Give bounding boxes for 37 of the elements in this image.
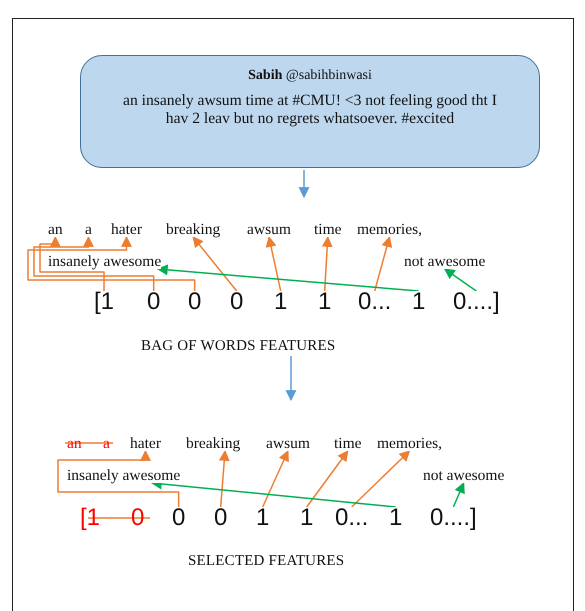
arrow [306, 450, 348, 508]
feature-word: breaking [166, 222, 220, 237]
arrow [374, 236, 392, 292]
tweet-text: an insanely awsum time at #CMU! <3 not feeling good tht I hav 2 leav but no regrets whatsoever. #excited [122, 92, 498, 128]
tweet-card [80, 55, 540, 168]
arrow [57, 450, 180, 507]
feature-word: insanely awesome [48, 254, 162, 269]
arrow [444, 268, 477, 292]
arrow [351, 450, 410, 508]
feature-word: time [334, 436, 362, 451]
arrow [262, 450, 289, 508]
tweet-author: Sabih @sabihbinwasi [247, 68, 373, 84]
vector-value: 0....] [453, 291, 500, 313]
arrow [266, 236, 282, 292]
arrow [286, 356, 296, 402]
vector-value: [1 [94, 291, 114, 313]
section-heading: BAG OF WORDS FEATURES [141, 338, 336, 354]
arrow [218, 450, 230, 508]
arrow [192, 236, 238, 292]
arrow [452, 482, 465, 508]
feature-word: hater [130, 436, 161, 451]
feature-word: hater [111, 222, 142, 237]
feature-word: insanely awesome [67, 468, 180, 483]
arrow [39, 236, 105, 291]
section-heading: SELECTED FEATURES [188, 553, 344, 569]
feature-word: time [314, 222, 342, 237]
arrow [156, 264, 419, 292]
arrow [27, 236, 196, 291]
vector-value: 0....] [430, 507, 477, 529]
feature-word: not awesome [423, 468, 504, 483]
feature-word: breaking [186, 436, 240, 451]
feature-word: memories, [357, 222, 422, 237]
arrow [33, 236, 154, 291]
feature-word: memories, [377, 436, 442, 451]
arrow [322, 236, 333, 292]
arrow [298, 170, 310, 198]
feature-word: not awesome [404, 254, 486, 269]
